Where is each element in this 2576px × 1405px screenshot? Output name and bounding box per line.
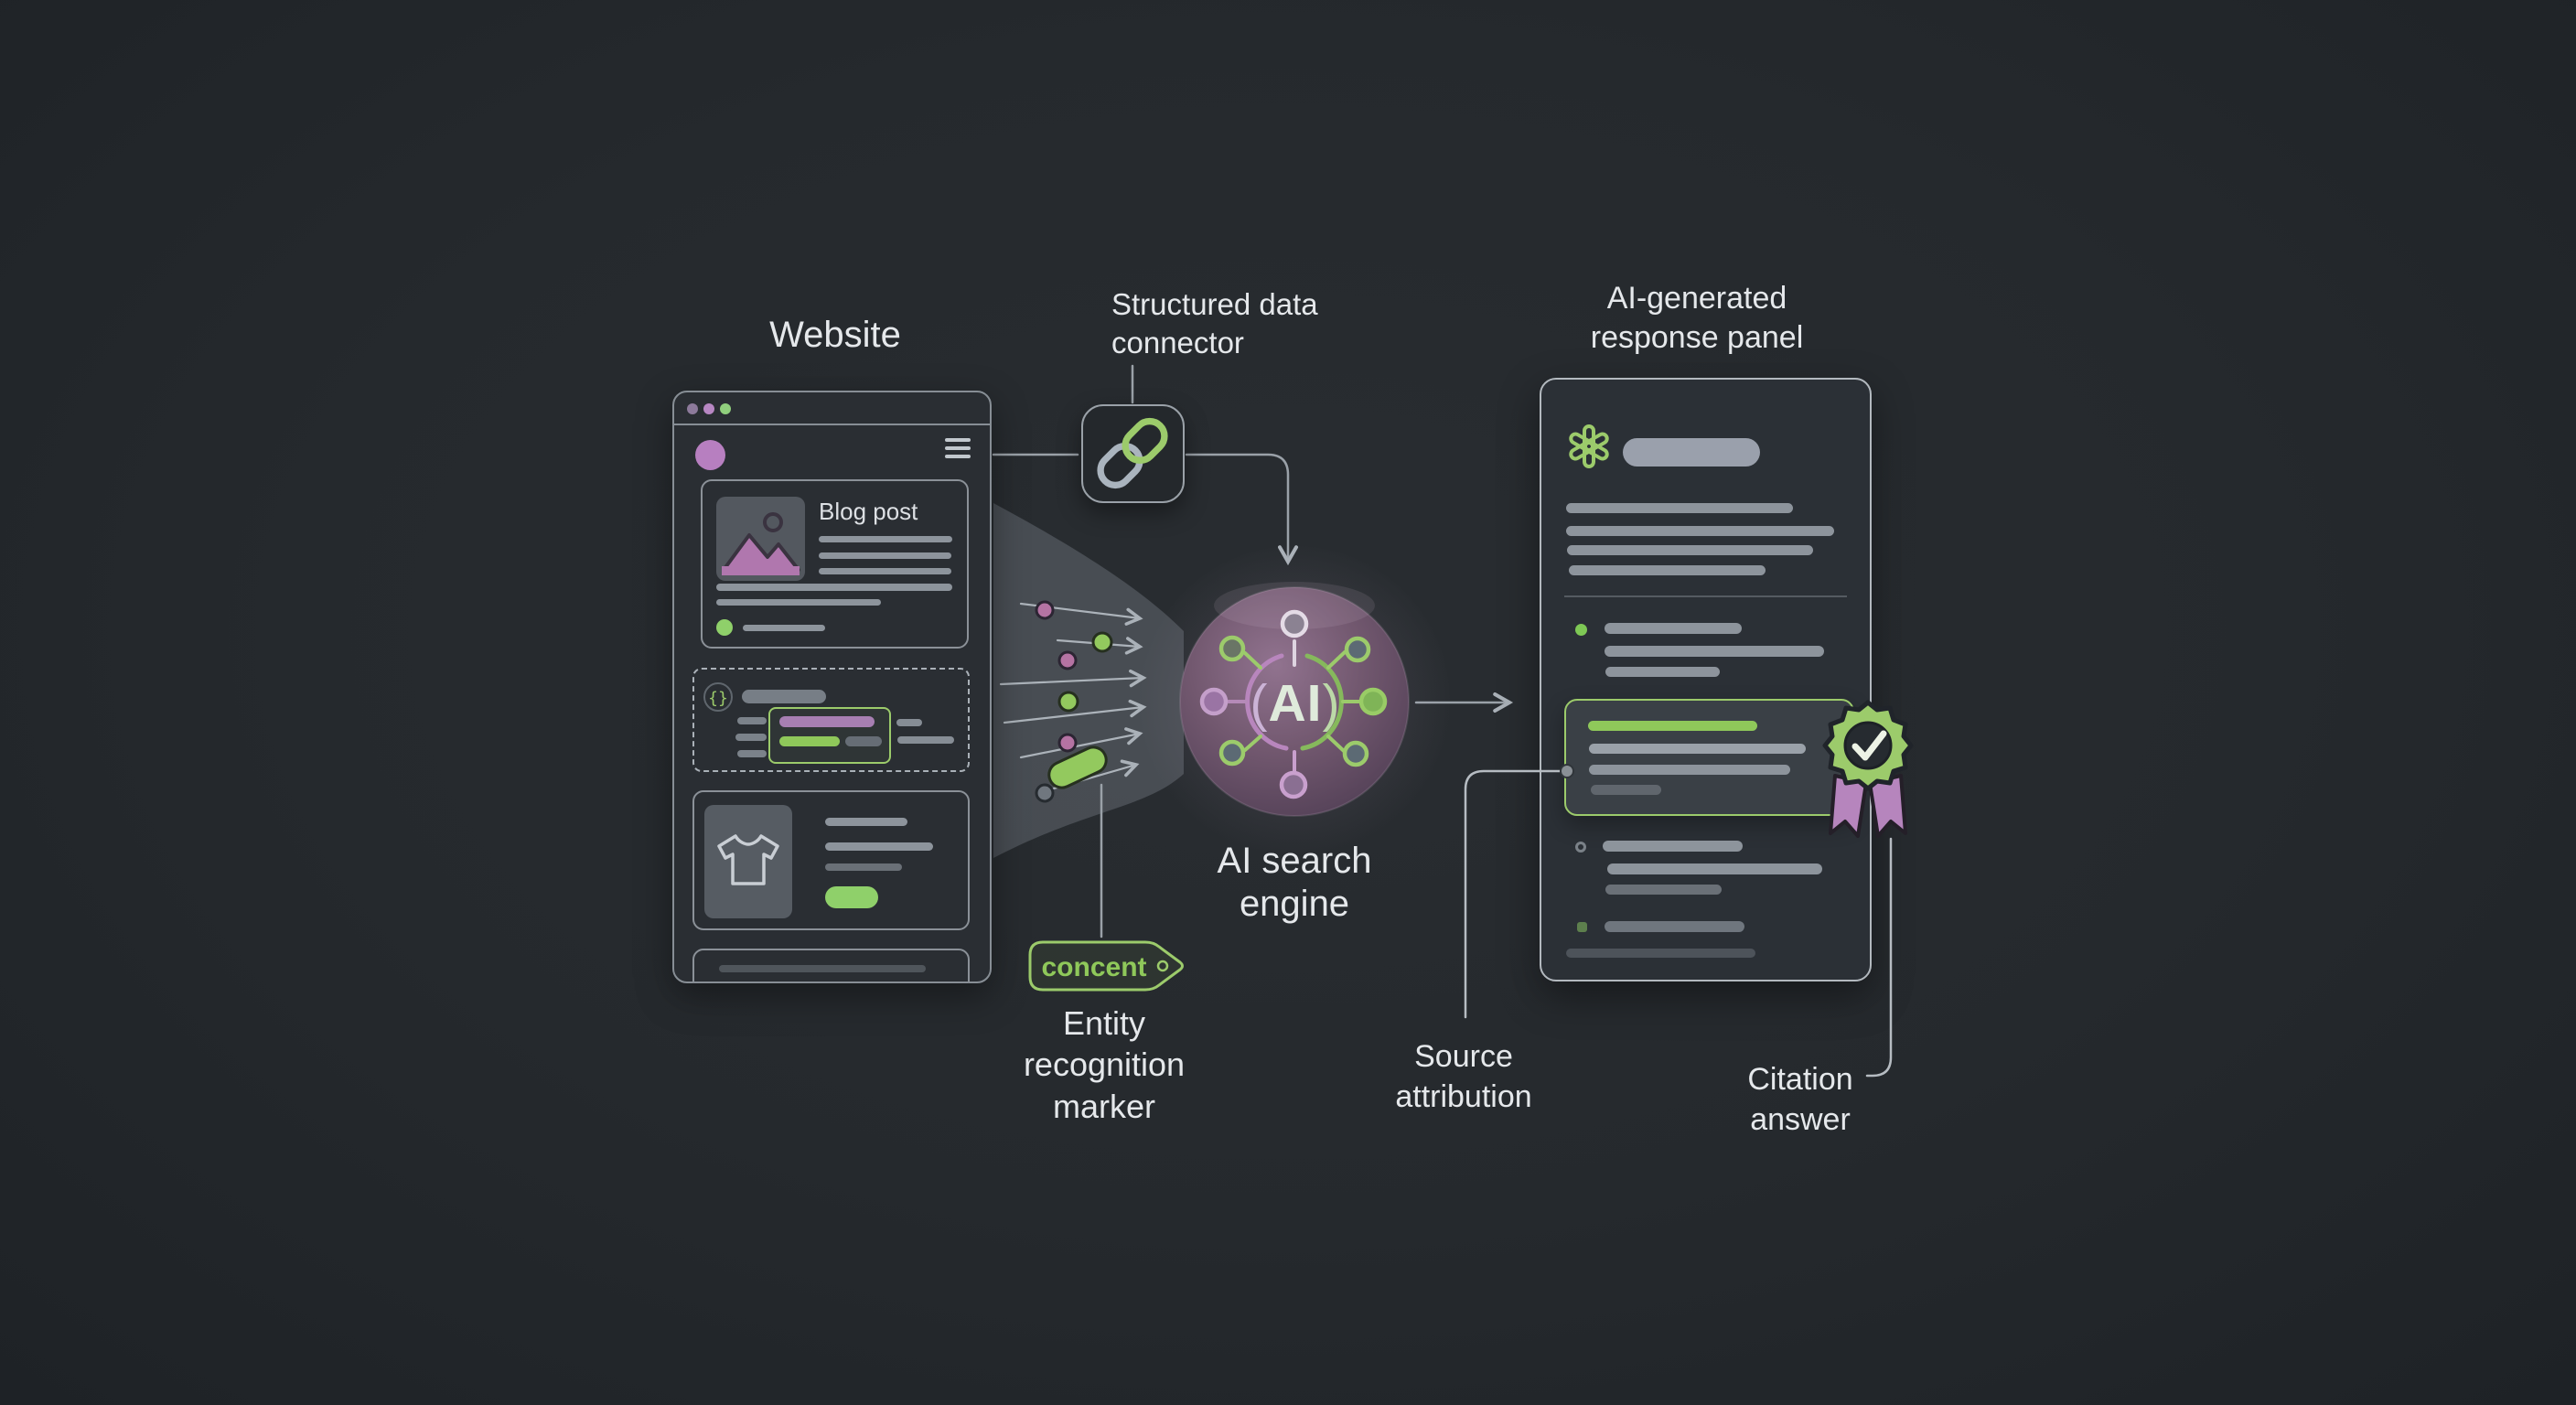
magnifier-icon — [1342, 740, 1369, 767]
ai-text: AI — [1268, 674, 1323, 733]
bullet-green — [1575, 624, 1587, 636]
entity-dot-pink — [1057, 733, 1078, 753]
ai-engine-label: AI search engine — [1218, 840, 1372, 926]
blog-post-card: Blog post — [701, 479, 969, 649]
citation-answer-line1: Citation — [1747, 1062, 1853, 1097]
window-dot-3 — [720, 403, 731, 414]
product-card — [692, 790, 970, 930]
source-attribution-label: Source attribution — [1395, 1036, 1531, 1117]
hamburger-menu-icon — [945, 438, 971, 458]
entity-marker-label: Entity recognition marker — [1024, 1003, 1185, 1127]
query-pill — [1623, 438, 1760, 467]
tshirt-icon — [704, 805, 792, 918]
entity-recognition-zone: {} — [692, 668, 970, 772]
entity-highlight-box — [768, 707, 891, 764]
bullet-square-green — [1577, 922, 1587, 932]
entity-dot-green — [1091, 631, 1113, 653]
response-panel-label-line1: AI-generated — [1606, 281, 1787, 316]
linkbox-to-orb-arrow — [1185, 453, 1299, 566]
avatar — [695, 440, 725, 470]
openai-logo-icon — [1569, 424, 1609, 468]
magnifier-icon — [1218, 739, 1246, 767]
node-top-icon — [1280, 609, 1309, 638]
paren-close: ) — [1322, 674, 1341, 733]
ai-orb — [1137, 544, 1452, 859]
orb-arc-green — [1300, 653, 1344, 751]
window-dot-1 — [687, 403, 698, 414]
orb-arc-purple — [1245, 653, 1289, 751]
source-attribution-line2: attribution — [1395, 1079, 1532, 1115]
magnifier-icon — [1344, 636, 1371, 663]
node-right-icon — [1358, 687, 1388, 716]
tag-icon — [1028, 940, 1184, 992]
ai-engine-label-line2: engine — [1239, 884, 1350, 925]
blog-post-title: Blog post — [819, 498, 918, 525]
node-bottom-icon — [1279, 770, 1308, 799]
orb-spokes — [1227, 639, 1361, 773]
connector-label-line1: Structured data — [1111, 287, 1318, 321]
entity-dot-green — [1057, 691, 1079, 713]
entity-marker-line3: marker — [1052, 1087, 1155, 1125]
entity-dots — [1035, 600, 1113, 803]
connector-lines — [992, 364, 1514, 938]
bullet-gray — [1575, 842, 1586, 853]
link-icon — [1097, 417, 1168, 489]
citation-answer-box — [1564, 699, 1854, 816]
green-bullet — [716, 619, 733, 636]
connector-label-line2: connector — [1111, 325, 1244, 359]
window-dot-2 — [703, 403, 714, 414]
entity-dot-pink — [1035, 600, 1055, 620]
magnifier-icon — [1218, 635, 1246, 662]
response-panel-label-line2: response panel — [1590, 319, 1804, 355]
source-attribution-line1: Source — [1414, 1039, 1513, 1074]
entity-dot-pink — [1057, 650, 1078, 670]
divider — [1564, 595, 1847, 597]
website-browser-window: Blog post {} — [672, 391, 992, 983]
entity-dot-gray — [1035, 783, 1055, 803]
code-braces-icon: {} — [703, 682, 733, 712]
buy-button-pill — [825, 886, 878, 908]
node-left-icon — [1199, 687, 1229, 716]
citation-answer-label: Citation answer — [1747, 1059, 1852, 1140]
connector-label: Structured data connector — [1111, 285, 1318, 361]
website-label: Website — [769, 315, 901, 355]
orb-highlight — [1214, 582, 1375, 629]
structured-data-connector-box — [1081, 404, 1185, 503]
clipped-card — [692, 949, 970, 981]
concent-tag-label: concent — [1041, 952, 1147, 982]
browser-titlebar — [674, 392, 990, 425]
ai-engine-label-line1: AI search — [1217, 841, 1372, 881]
citation-answer-line2: answer — [1750, 1102, 1851, 1138]
ai-orb-label: (AI) — [1250, 672, 1341, 736]
ai-response-panel — [1540, 378, 1872, 981]
entity-pill-green — [1047, 745, 1108, 789]
paren-open: ( — [1250, 674, 1269, 733]
image-placeholder-icon — [716, 497, 805, 581]
entity-marker-line1: Entity — [1062, 1004, 1146, 1042]
entity-marker-line2: recognition — [1023, 1046, 1186, 1084]
tag-hole — [1156, 960, 1169, 972]
response-panel-label: AI-generated response panel — [1591, 279, 1804, 358]
